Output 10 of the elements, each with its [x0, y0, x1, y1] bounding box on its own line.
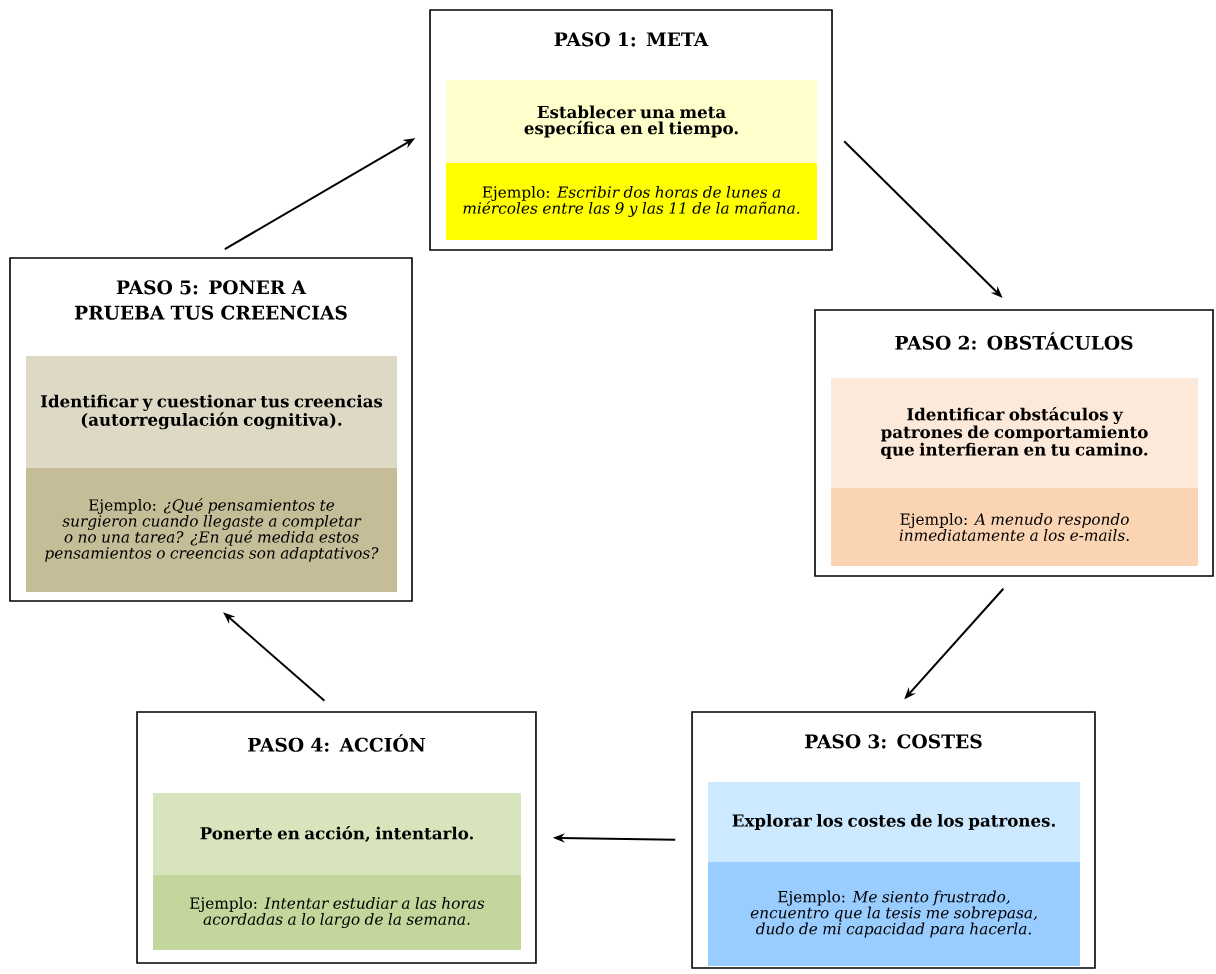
description-band: Ponerte en acción, intentarlo.	[153, 793, 521, 875]
example-band: Ejemplo: Escribir dos horas de lunes a miércoles entre las 9 y las 11 de la mañana.	[446, 162, 817, 241]
example-band: Ejemplo: Me siento frustrado, encuentro que la tesis me sobrepasa, dudo de mi capacidad para hacerla.	[708, 862, 1080, 966]
description-band: Identificar y cuestionar tus creencias (autorregulación cognitiva).	[26, 356, 397, 468]
example-band: Ejemplo: ¿Qué pensamientos te surgieron cuando llegaste a completar o no una tarea? ¿En qué medida estos pensamientos o creencias son adaptativos?	[26, 468, 397, 592]
example-band: Ejemplo: A menudo respondo inmediatamente a los e-mails.	[831, 488, 1198, 566]
description-band: Explorar los costes de los patrones.	[708, 782, 1080, 862]
description-band: Establecer una meta específica en el tiempo.	[446, 80, 817, 163]
example-band: Ejemplo: Intentar estudiar a las horas acordadas a lo largo de la semana.	[153, 875, 521, 950]
description-band: Identificar obstáculos y patrones de comportamiento que interfieran en tu camino.	[831, 378, 1198, 488]
